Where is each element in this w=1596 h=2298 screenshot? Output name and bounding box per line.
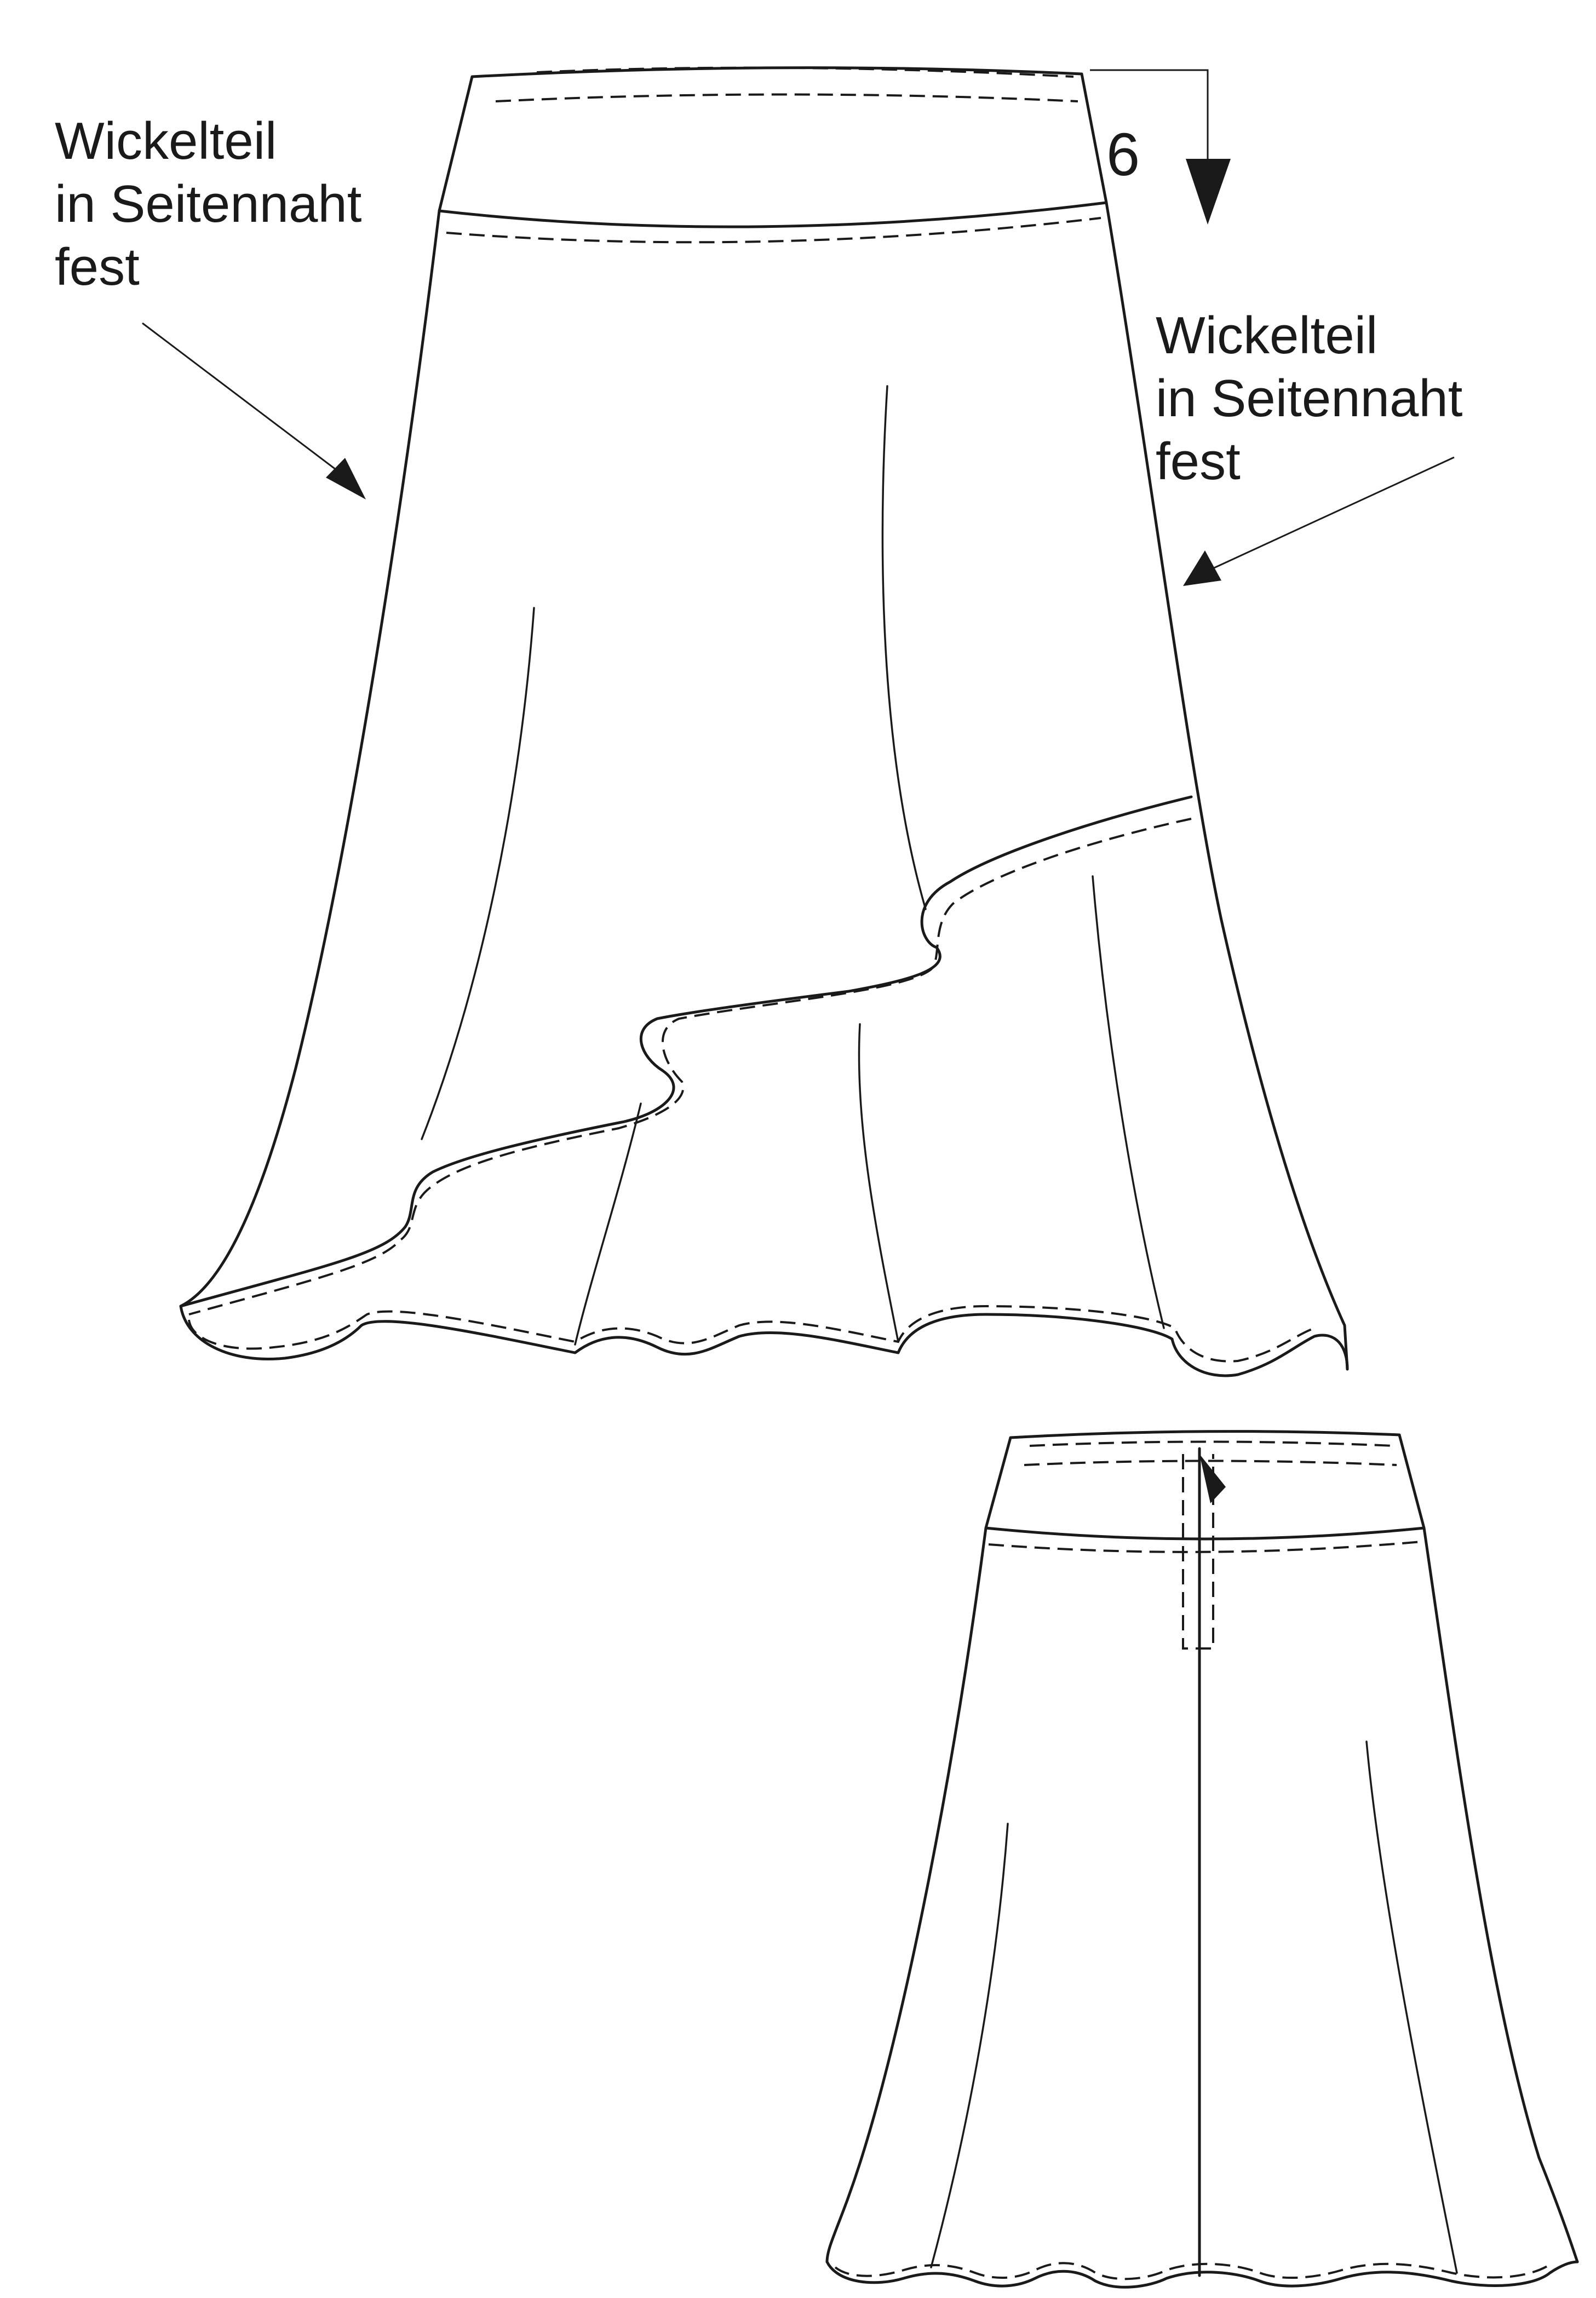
right-arrow-head [1183, 550, 1221, 586]
front-view: Wickelteil in Seitennaht fest Wickelteil… [55, 66, 1462, 1377]
left-arrow-head [326, 458, 366, 499]
front-skirt-body [179, 201, 1349, 1377]
waistband-number: 6 [1106, 121, 1140, 188]
right-label-line-1: Wickelteil [1156, 306, 1377, 365]
dimension-leader [1090, 69, 1209, 159]
right-annotation: Wickelteil in Seitennaht fest [1156, 306, 1462, 586]
back-view [825, 1430, 1579, 2289]
right-label-line-2: in Seitennaht [1156, 369, 1462, 428]
left-label-line-2: in Seitennaht [55, 175, 361, 233]
right-leader-line [1210, 456, 1455, 571]
right-label-line-3: fest [1156, 432, 1241, 491]
left-label-line-3: fest [55, 238, 140, 296]
left-label-line-1: Wickelteil [55, 112, 277, 170]
dimension-arrow-head [1186, 159, 1231, 225]
back-skirt-body [825, 1526, 1579, 2289]
left-annotation: Wickelteil in Seitennaht fest [55, 112, 366, 499]
left-leader-line [142, 322, 346, 478]
waistband-dimension: 6 [1090, 69, 1231, 225]
back-waistband [984, 1430, 1426, 1553]
front-waistband [438, 66, 1108, 244]
back-zipper [1182, 1447, 1226, 2277]
zipper-pull-icon [1199, 1454, 1226, 1503]
